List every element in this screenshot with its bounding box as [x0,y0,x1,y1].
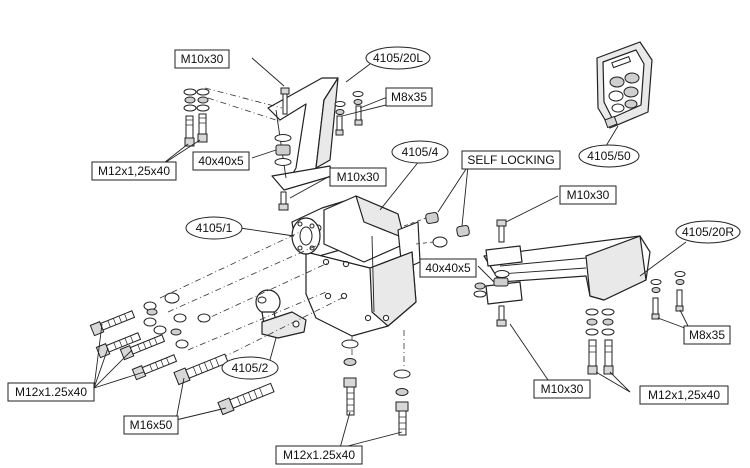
svg-text:M10x30: M10x30 [181,52,224,66]
svg-text:4105/2: 4105/2 [232,361,269,375]
label-m12x1-25x40-bottom: M12x1.25x40 [275,445,363,465]
svg-text:4105/20L: 4105/20L [373,51,423,65]
label-4105-4: 4105/4 [391,140,449,164]
label-m10x30-right-top: M10x30 [559,185,617,205]
svg-text:M8x35: M8x35 [689,328,725,342]
flange-4105-1 [291,217,321,255]
svg-text:M12x1,25x40: M12x1,25x40 [98,164,170,178]
label-4105-50: 4105/50 [578,144,640,168]
label-m10x30-center: M10x30 [329,167,387,187]
svg-text:M8x35: M8x35 [391,90,427,104]
svg-text:4105/4: 4105/4 [402,145,439,159]
svg-text:M12x1,25x40: M12x1,25x40 [648,388,720,402]
bracket-4105-20r [473,219,651,327]
bracket-4105-20l [204,77,339,211]
label-4105-1: 4105/1 [185,216,243,240]
label-40x40x5-right: 40x40x5 [419,258,477,278]
svg-text:SELF LOCKING: SELF LOCKING [467,153,554,167]
label-4105-20l: 4105/20L [365,46,431,70]
label-m8x35-top: M8x35 [385,87,433,107]
label-m16x50: M16x50 [123,415,179,435]
fasteners-m8x35-top [334,91,364,136]
label-m12x1-25x40-left: M12x1.25x40 [7,382,95,402]
tow-ball-4105-2 [255,289,307,339]
fasteners-left-bolt-group [89,231,347,416]
svg-text:M12x1.25x40: M12x1.25x40 [283,448,355,462]
inset-part-4105-50 [596,41,653,147]
svg-text:4105/20R: 4105/20R [682,225,734,239]
svg-text:4105/1: 4105/1 [196,221,233,235]
self-locking-nuts [403,212,470,248]
fasteners-bottom-bolts [341,330,411,436]
svg-text:M10x30: M10x30 [567,188,610,202]
svg-text:M10x30: M10x30 [541,382,584,396]
svg-text:M16x50: M16x50 [130,418,173,432]
svg-text:M10x30: M10x30 [337,170,380,184]
label-m8x35-right: M8x35 [683,325,731,345]
svg-text:M12x1.25x40: M12x1.25x40 [15,385,87,399]
label-self-locking: SELF LOCKING [461,150,561,170]
leader-lines [93,57,691,449]
label-m12x1-25x40-right: M12x1,25x40 [639,385,729,405]
label-4105-20r: 4105/20R [675,220,741,244]
main-body-4105-4 [291,195,421,337]
label-m10x30-right-bottom: M10x30 [533,379,591,399]
fasteners-4105-20l-left [183,88,210,147]
svg-text:40x40x5: 40x40x5 [198,154,244,168]
label-4105-2: 4105/2 [221,356,279,380]
svg-text:40x40x5: 40x40x5 [425,261,471,275]
label-m12x1-25x40-top-left: M12x1,25x40 [91,161,177,181]
fasteners-4105-20r [585,271,686,375]
label-m10x30-top-left: M10x30 [174,49,230,69]
svg-text:4105/50: 4105/50 [587,149,631,163]
label-40x40x5-top: 40x40x5 [192,151,250,171]
